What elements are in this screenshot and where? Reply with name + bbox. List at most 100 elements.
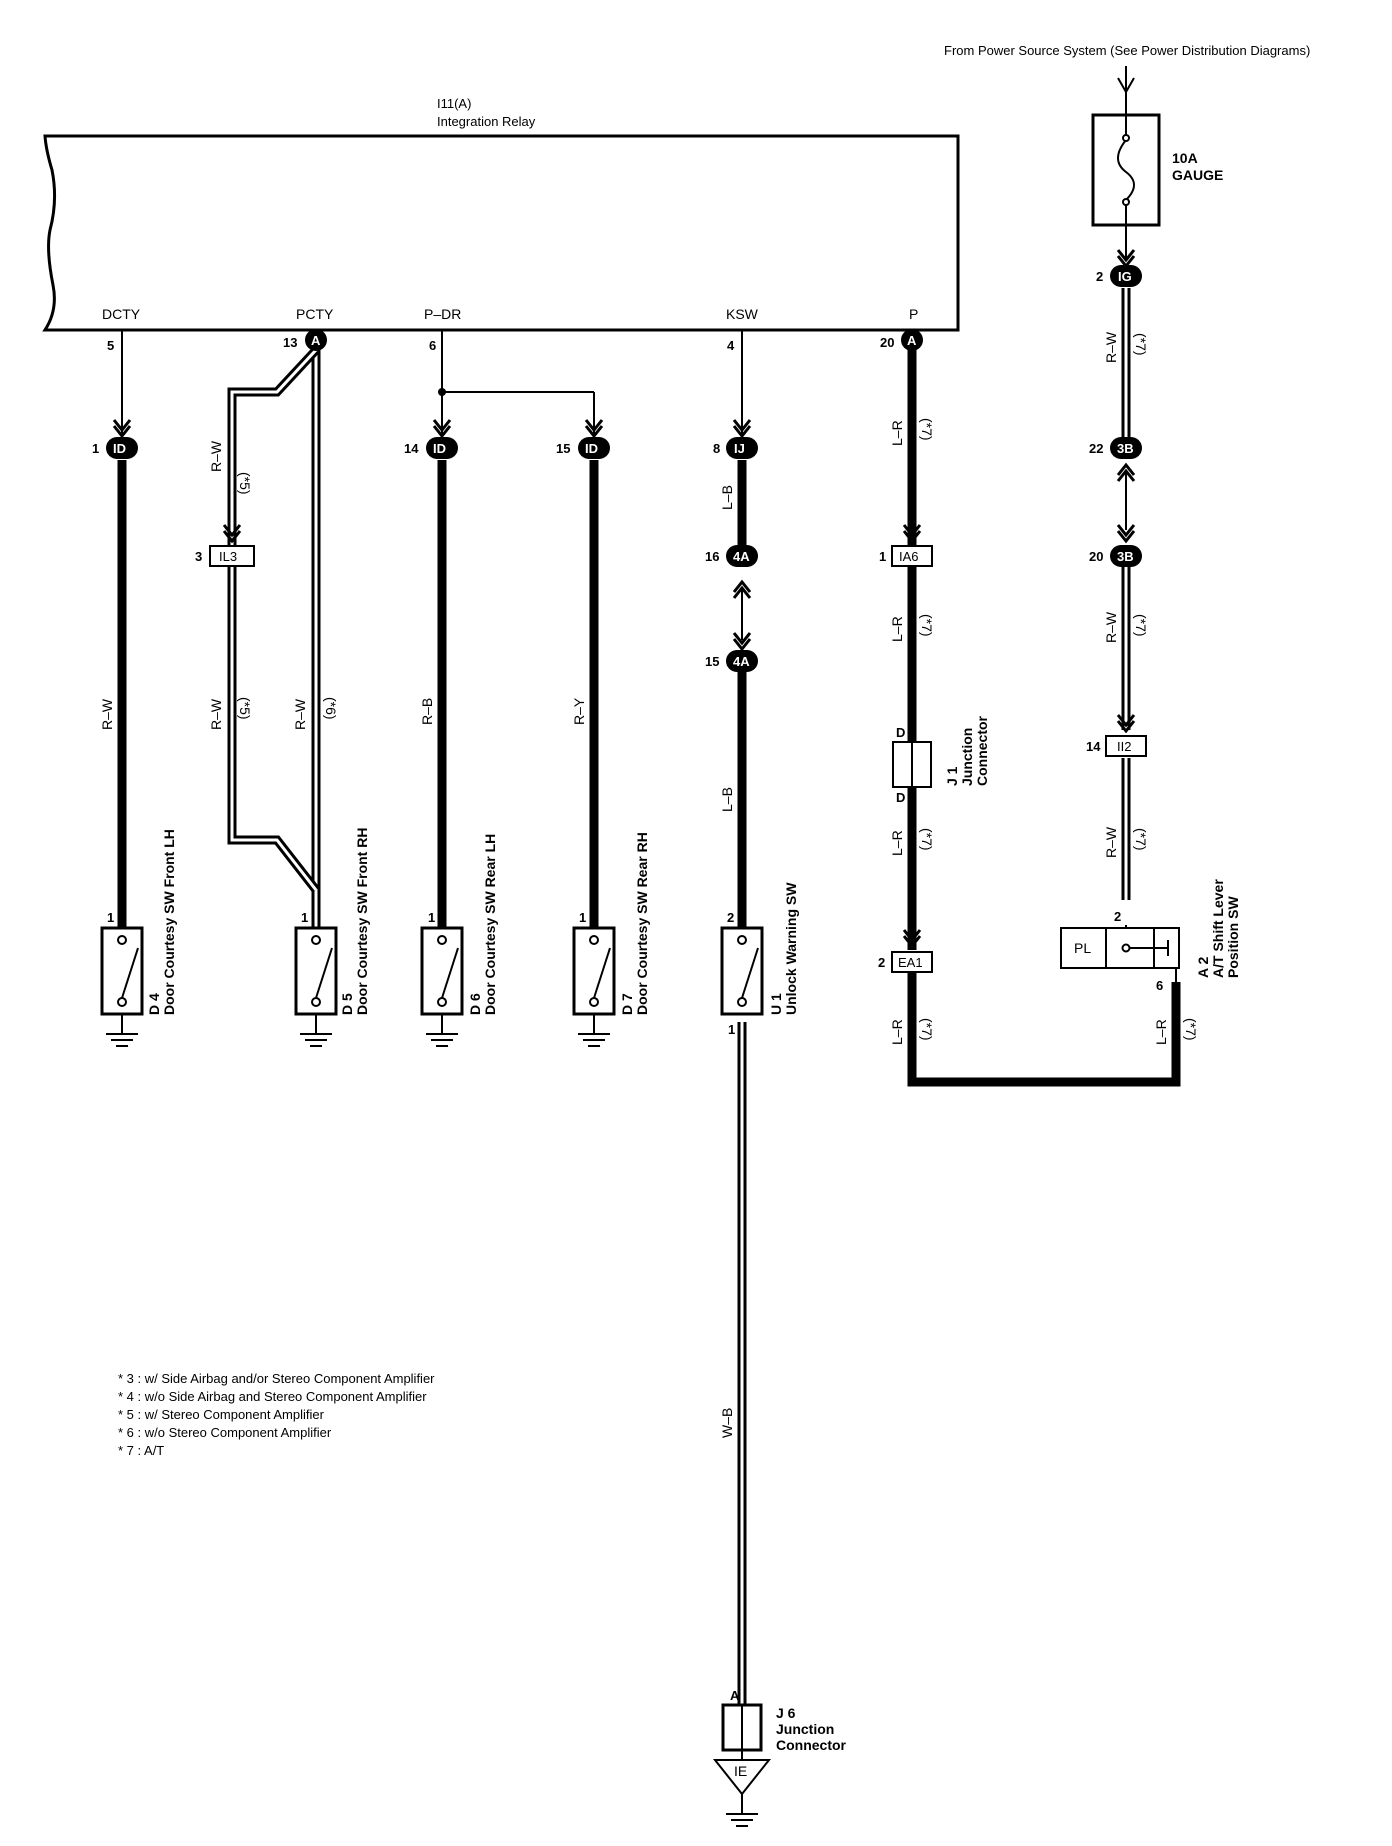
pin-label: 13 bbox=[283, 335, 297, 350]
pin-label: 20 bbox=[1089, 549, 1103, 564]
pin-label: 20 bbox=[880, 335, 894, 350]
connector-label: ID bbox=[433, 441, 446, 456]
pin-label: D bbox=[896, 790, 905, 805]
terminal-dcty: DCTY bbox=[102, 306, 141, 322]
component-name: Door Courtesy SW Rear RH bbox=[634, 832, 650, 1015]
connector-a-p: A bbox=[901, 329, 923, 351]
wire-note: (*5) bbox=[237, 697, 253, 720]
connector-id-14: ID bbox=[426, 437, 458, 459]
component-id: D 7 bbox=[619, 993, 635, 1015]
wire-note: (*7) bbox=[1183, 1018, 1199, 1041]
wire-color: R–W bbox=[292, 698, 308, 730]
connector-label: EA1 bbox=[898, 955, 923, 970]
pin-label: 2 bbox=[1096, 269, 1103, 284]
connector-4a-15: 4A bbox=[726, 650, 758, 672]
wire-note: (*7) bbox=[1133, 333, 1149, 356]
connector-label: A bbox=[311, 333, 321, 348]
pin-label: 14 bbox=[1086, 739, 1101, 754]
component-name: A/T Shift Lever bbox=[1210, 879, 1226, 978]
wire-note: (*7) bbox=[919, 828, 935, 851]
pin-label: 1 bbox=[879, 549, 886, 564]
connector-label: ID bbox=[585, 441, 598, 456]
component-name: Door Courtesy SW Front RH bbox=[354, 828, 370, 1015]
wire-ksw bbox=[732, 330, 752, 1812]
terminal-pcty: PCTY bbox=[296, 306, 334, 322]
pin-label: 6 bbox=[1156, 978, 1163, 993]
ground-point-ie: IE bbox=[712, 1759, 772, 1827]
connector-ii2: II2 bbox=[1105, 735, 1147, 757]
door-courtesy-switch-d7 bbox=[572, 926, 616, 1047]
pin-label: 15 bbox=[556, 441, 570, 456]
relay-id: I11(A) bbox=[437, 96, 471, 111]
connector-label: IE bbox=[734, 1763, 747, 1779]
pin-label: 6 bbox=[429, 338, 436, 353]
relay-name: Integration Relay bbox=[437, 114, 536, 129]
pin-label: 16 bbox=[705, 549, 719, 564]
wire-p bbox=[902, 350, 1181, 1087]
wire-color: R–W bbox=[1103, 826, 1119, 858]
terminal-p: P bbox=[909, 306, 918, 322]
wire-color: L–B bbox=[719, 485, 735, 510]
wire-color: L–R bbox=[889, 616, 905, 642]
component-id: U 1 bbox=[768, 993, 784, 1015]
wire-pdr bbox=[432, 330, 604, 940]
component-name: Unlock Warning SW bbox=[783, 882, 799, 1015]
wire-color: L–B bbox=[719, 787, 735, 812]
wire-color: L–R bbox=[889, 830, 905, 856]
wire-color: L–R bbox=[889, 1019, 905, 1045]
pin-label: 1 bbox=[92, 441, 99, 456]
pin-label: 2 bbox=[878, 955, 885, 970]
wire-note: (*7) bbox=[1133, 828, 1149, 851]
wire-note: (*6) bbox=[323, 697, 339, 720]
wire-dcty bbox=[112, 330, 132, 940]
wire-pcty bbox=[222, 346, 321, 940]
pin-label: 2 bbox=[1114, 909, 1121, 924]
wire-note: (*5) bbox=[237, 472, 253, 495]
pin-label: 1 bbox=[728, 1022, 735, 1037]
connector-label: IG bbox=[1118, 269, 1132, 284]
connector-il3: IL3 bbox=[209, 545, 255, 567]
component-name: Connector bbox=[776, 1737, 847, 1753]
wire-color: R–W bbox=[208, 698, 224, 730]
connector-label: 4A bbox=[733, 654, 750, 669]
connector-3b-20: 3B bbox=[1110, 545, 1142, 567]
connector-a-relay: A bbox=[305, 329, 327, 351]
pin-label: 8 bbox=[713, 441, 720, 456]
pin-label: 1 bbox=[579, 910, 586, 925]
pin-label: 1 bbox=[107, 910, 114, 925]
connector-id-1: ID bbox=[106, 437, 138, 459]
connector-label: 3B bbox=[1117, 549, 1134, 564]
connector-3b-22: 3B bbox=[1110, 437, 1142, 459]
pin-label: 2 bbox=[727, 910, 734, 925]
wire-note: (*7) bbox=[919, 614, 935, 637]
terminal-ksw: KSW bbox=[726, 306, 759, 322]
pin-label: 3 bbox=[195, 549, 202, 564]
junction-connector-j1 bbox=[892, 741, 932, 788]
fuse-name: GAUGE bbox=[1172, 167, 1223, 183]
terminal-pdr: P–DR bbox=[424, 306, 461, 322]
component-id: A 2 bbox=[1195, 957, 1211, 978]
wire-color: L–R bbox=[1153, 1019, 1169, 1045]
connector-label: II2 bbox=[1117, 739, 1131, 754]
component-id: D 6 bbox=[467, 993, 483, 1015]
junction-connector-j6 bbox=[721, 1703, 763, 1760]
component-name: Position SW bbox=[1225, 896, 1241, 978]
connector-label: ID bbox=[113, 441, 126, 456]
component-id: D 4 bbox=[146, 993, 162, 1015]
wire-color: R–W bbox=[208, 440, 224, 472]
wire-note: (*7) bbox=[919, 418, 935, 441]
wire-note: (*7) bbox=[1133, 614, 1149, 637]
connector-4a-16: 4A bbox=[726, 545, 758, 567]
connector-ia6: IA6 bbox=[891, 545, 933, 567]
component-id: D 5 bbox=[339, 993, 355, 1015]
power-source-label: From Power Source System (See Power Dist… bbox=[944, 43, 1310, 58]
note-7: * 7 : A/T bbox=[118, 1443, 164, 1458]
component-name: Door Courtesy SW Rear LH bbox=[482, 834, 498, 1015]
fuse-rating: 10A bbox=[1172, 150, 1198, 166]
note-3: * 3 : w/ Side Airbag and/or Stereo Compo… bbox=[118, 1371, 435, 1386]
note-4: * 4 : w/o Side Airbag and Stereo Compone… bbox=[118, 1389, 427, 1404]
footnotes: * 3 : w/ Side Airbag and/or Stereo Compo… bbox=[118, 1371, 435, 1458]
note-6: * 6 : w/o Stereo Component Amplifier bbox=[118, 1425, 332, 1440]
note-5: * 5 : w/ Stereo Component Amplifier bbox=[118, 1407, 325, 1422]
pin-label: 4 bbox=[727, 338, 735, 353]
